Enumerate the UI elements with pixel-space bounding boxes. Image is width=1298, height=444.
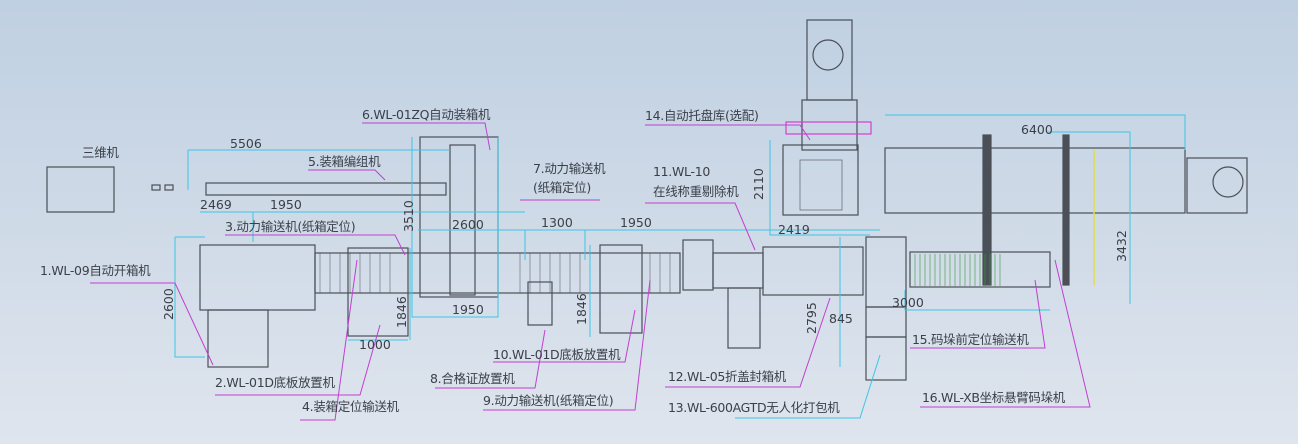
label-strapping-machine: 13.WL-600AGTD无人化打包机 [668, 400, 840, 415]
dim-1950: 1950 [452, 302, 484, 317]
dim-2600: 2600 [452, 217, 484, 232]
dim-1846: 1846 [394, 296, 409, 328]
dim-2600: 2600 [161, 288, 176, 320]
pre-stack-conveyor [909, 251, 1051, 288]
label-sealer: 12.WL-05折盖封箱机 [668, 369, 786, 384]
dim-1300: 1300 [541, 215, 573, 230]
label-palletizer: 16.WL-XB坐标悬臂码垛机 [922, 390, 1066, 405]
case-opener [199, 244, 316, 311]
positioning-conveyor [347, 247, 409, 337]
base-placer-2 [599, 244, 643, 334]
dim-1000: 1000 [359, 337, 391, 352]
label-pre-stack-conveyor: 15.码垛前定位输送机 [912, 332, 1029, 347]
dim-2469: 2469 [200, 197, 232, 212]
label-3d-machine: 三维机 [82, 145, 119, 160]
label-grouping-machine: 5.装箱编组机 [308, 154, 381, 169]
label-weigher-sub: 在线称重剔除机 [653, 184, 739, 199]
dim-3000: 3000 [892, 295, 924, 310]
dim-3510: 3510 [401, 200, 416, 232]
label-pallet-magazine: 14.自动托盘库(选配) [645, 108, 759, 123]
pallet-conveyor [884, 147, 1186, 214]
dim-3432: 3432 [1114, 230, 1129, 262]
sealer [762, 246, 864, 296]
label-base-placer-2: 10.WL-01D底板放置机 [493, 347, 621, 362]
label-conveyor-3: 3.动力输送机(纸箱定位) [225, 219, 356, 234]
dim-2110: 2110 [751, 168, 766, 200]
certificate-placer [527, 281, 553, 326]
dim-1846: 1846 [574, 293, 589, 325]
grouping-machine [205, 182, 447, 196]
label-conveyor-9: 9.动力输送机(纸箱定位) [483, 393, 614, 408]
label-weigher: 11.WL-10 [653, 164, 710, 179]
dim-5506: 5506 [230, 136, 262, 151]
dim-845: 845 [829, 311, 853, 326]
weigher [682, 239, 714, 291]
label-base-placer-1: 2.WL-01D底板放置机 [215, 375, 335, 390]
leader-lines [90, 122, 1091, 421]
3d-machine [46, 166, 115, 213]
label-case-opener: 1.WL-09自动开箱机 [40, 263, 151, 278]
strapping-machine [865, 336, 907, 381]
base-placer-1 [207, 309, 269, 368]
label-certificate-placer: 8.合格证放置机 [430, 371, 515, 386]
dimension-lines [174, 114, 1186, 367]
dim-2419: 2419 [778, 222, 810, 237]
pallet-magazine [782, 144, 859, 216]
label-case-packer: 6.WL-01ZQ自动装箱机 [362, 107, 491, 122]
dim-1950: 1950 [620, 215, 652, 230]
dim-6400: 6400 [1021, 122, 1053, 137]
label-conveyor-7-sub: (纸箱定位) [533, 180, 591, 195]
machines [46, 19, 1248, 381]
label-conveyor-7: 7.动力输送机 [533, 161, 606, 176]
label-positioning-conveyor: 4.装箱定位输送机 [302, 399, 399, 414]
dim-2795: 2795 [804, 302, 819, 334]
dim-1950: 1950 [270, 197, 302, 212]
